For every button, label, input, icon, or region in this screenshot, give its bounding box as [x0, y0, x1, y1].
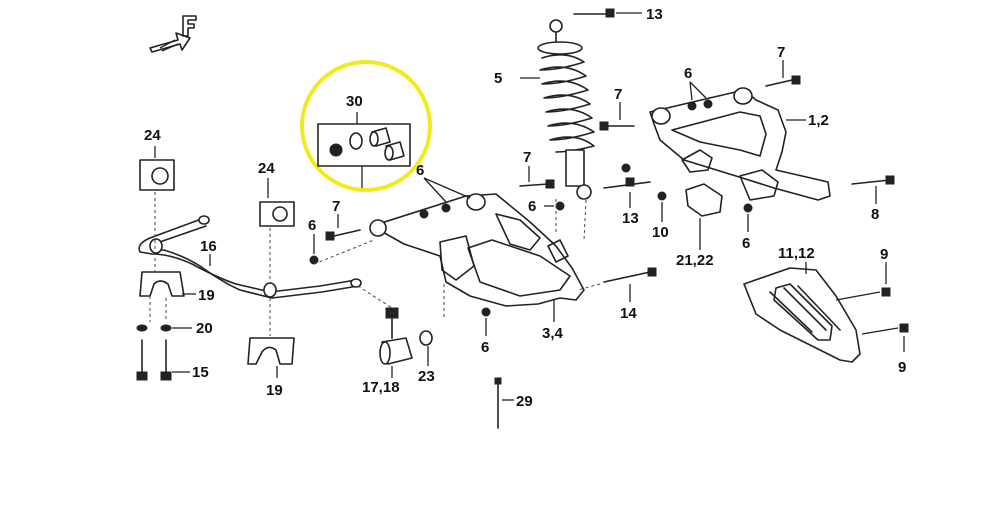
part-10-nut: [657, 191, 667, 222]
part-number-labels: 13 5 7 6 1,2 7 30 24 24 6 7 6 7 6 13 8 1…: [144, 6, 906, 410]
label-17-18: 17,18: [362, 379, 400, 396]
label-6-center: 6: [416, 162, 424, 179]
label-16: 16: [200, 238, 217, 255]
part-20-washers: [136, 324, 192, 332]
label-23: 23: [418, 368, 435, 385]
part-6-nut-left-bracket: [621, 163, 631, 173]
part-8-bolt: [851, 175, 895, 204]
label-20: 20: [196, 320, 213, 337]
label-13-mid: 13: [622, 210, 639, 227]
label-7-mid: 7: [614, 86, 622, 103]
label-21-22: 21,22: [676, 252, 714, 269]
part-21-22-bracket: [685, 183, 723, 250]
label-9-bottom: 9: [898, 359, 906, 376]
part-6-nuts-top-right: [687, 81, 713, 111]
label-15: 15: [192, 364, 209, 381]
part-6-nut-right: [743, 203, 753, 232]
label-7-center: 7: [332, 198, 340, 215]
part-3-4-lower-arm: [369, 193, 585, 322]
part-7-bolt-center: [325, 214, 361, 241]
label-19-left: 19: [198, 287, 215, 304]
label-24-mid: 24: [258, 160, 275, 177]
part-24-bushing-left: [139, 146, 175, 191]
label-6-top-right: 6: [684, 65, 692, 82]
label-3-4: 3,4: [542, 325, 564, 342]
part-6-nut-bottom: [481, 307, 491, 336]
part-14-bolt: [603, 267, 657, 302]
highlight-circle: [300, 60, 432, 192]
label-14: 14: [620, 305, 637, 322]
label-7-shock: 7: [523, 149, 531, 166]
label-13-top: 13: [646, 6, 663, 23]
part-13-bolt-top: [573, 8, 642, 18]
part-7-bolt-top-right: [765, 60, 801, 87]
part-6-nut-shock: [544, 201, 565, 211]
part-19-bracket-bottom: [247, 337, 295, 378]
label-6-left-arm: 6: [308, 217, 316, 234]
part-1-2-upper-arm: [649, 87, 831, 201]
label-19-bottom: 19: [266, 382, 283, 399]
part-6-nut-left-arm: [309, 234, 319, 265]
label-30: 30: [346, 93, 363, 110]
label-11-12: 11,12: [778, 245, 815, 262]
part-19-bracket-left: [139, 271, 196, 297]
part-5-shock-absorber: [520, 19, 595, 200]
part-11-12-skid-plate: [743, 262, 899, 363]
label-10: 10: [652, 224, 669, 241]
label-6-right: 6: [742, 235, 750, 252]
part-15-bolts: [136, 339, 190, 381]
part-7-bolt-mid-right: [599, 102, 635, 131]
label-1-2: 1,2: [808, 112, 829, 129]
label-9-top: 9: [880, 246, 888, 263]
part-29-rod: [494, 377, 514, 429]
alignment-lines: [149, 192, 601, 336]
part-13-bolt-mid: [603, 177, 651, 208]
label-5: 5: [494, 70, 502, 87]
label-8: 8: [871, 206, 879, 223]
part-9-bolts: [881, 262, 909, 352]
part-17-18-end-link: [379, 307, 413, 378]
front-arrow-icon: [149, 15, 197, 53]
label-6-bottom: 6: [481, 339, 489, 356]
label-29: 29: [516, 393, 533, 410]
label-6-shock: 6: [528, 198, 536, 215]
part-6-nuts-center: [419, 177, 471, 219]
part-24-bushing-mid: [259, 178, 295, 227]
part-30-bushing-kit: [317, 112, 411, 188]
part-7-bolt-shock: [519, 166, 555, 189]
label-7-top-right: 7: [777, 44, 785, 61]
part-23-bushing: [419, 330, 433, 366]
label-24-left: 24: [144, 127, 161, 144]
part-16-stabilizer-bar: [138, 215, 362, 299]
